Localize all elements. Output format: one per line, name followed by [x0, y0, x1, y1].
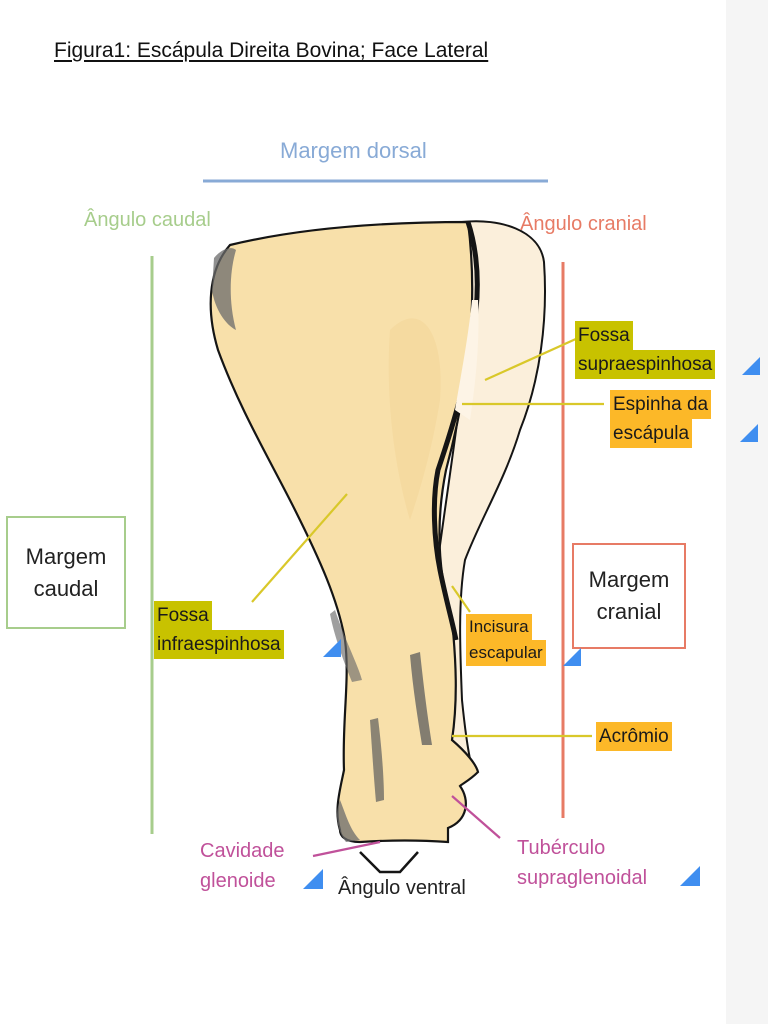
- label-margem-dorsal: Margem dorsal: [280, 138, 427, 163]
- box-margem-caudal: Margem caudal: [6, 516, 126, 629]
- corner-triangle-icon: [742, 357, 760, 375]
- fossa-infraespinhosa-line1: Fossa: [154, 601, 212, 630]
- incisura-line1: Incisura: [466, 614, 532, 640]
- label-incisura-escapular: Incisura escapular: [466, 614, 546, 666]
- neck-shade-2: [410, 652, 432, 745]
- leader-cavidade: [312, 840, 381, 858]
- fossa-supraespinhosa-line2: supraespinhosa: [575, 350, 716, 379]
- fossa-supraespinhosa-line1: Fossa: [575, 321, 633, 350]
- label-angulo-ventral: Ângulo ventral: [338, 877, 466, 899]
- corner-triangle-icon: [563, 648, 581, 666]
- leader-tuberculo: [451, 795, 501, 839]
- acromio-text: Acrômio: [596, 722, 672, 751]
- spine-light: [455, 300, 479, 420]
- angulo-ventral-bracket: [359, 851, 419, 874]
- label-fossa-supraespinhosa: Fossa supraespinhosa: [575, 321, 716, 379]
- label-acromio: Acrômio: [596, 722, 672, 751]
- label-angulo-caudal: Ângulo caudal: [84, 209, 211, 231]
- neck-shade-3: [370, 718, 384, 802]
- espinha-line1: Espinha da: [610, 390, 712, 419]
- corner-triangle-icon: [323, 639, 341, 657]
- label-angulo-cranial: Ângulo cranial: [520, 213, 647, 235]
- caudal-angle-shade: [212, 248, 236, 330]
- corner-triangle-icon: [680, 866, 700, 886]
- cavidade-line1: Cavidade: [200, 840, 285, 862]
- corner-triangle-icon: [303, 869, 323, 889]
- spine-ridge: [431, 221, 480, 641]
- corner-triangle-icon: [740, 424, 758, 442]
- leader-fossa-supraespinhosa: [484, 336, 579, 382]
- label-fossa-infraespinhosa: Fossa infraespinhosa: [154, 601, 284, 659]
- label-cavidade-glenoide: Cavidade glenoide: [200, 836, 285, 896]
- incisura-line2: escapular: [466, 640, 546, 666]
- tuberculo-line2: supraglenoidal: [517, 867, 648, 889]
- cavidade-line2: glenoide: [200, 870, 276, 892]
- fossa-inner-shade: [388, 318, 441, 520]
- espinha-line2: escápula: [610, 419, 693, 448]
- margem-cranial-line2: cranial: [596, 599, 662, 624]
- box-margem-cranial: Margem cranial: [572, 543, 686, 649]
- figure-title: Figura1: Escápula Direita Bovina; Face L…: [54, 39, 489, 62]
- tuberculo-line1: Tubérculo: [517, 837, 606, 859]
- leader-fossa-infraespinhosa: [251, 493, 348, 603]
- scapula-body: [209, 220, 480, 844]
- margem-caudal-line1: Margem: [25, 543, 107, 569]
- neck-shade-1: [330, 610, 362, 682]
- margem-caudal-line2: caudal: [33, 575, 99, 601]
- glenoid-shade: [337, 800, 360, 842]
- leader-incisura: [451, 585, 471, 613]
- margem-cranial-line1: Margem: [588, 567, 670, 592]
- fossa-infraespinhosa-line2: infraespinhosa: [154, 630, 284, 659]
- label-tuberculo-supraglenoidal: Tubérculo supraglenoidal: [517, 833, 647, 893]
- label-espinha-escapula: Espinha da escápula: [610, 390, 712, 448]
